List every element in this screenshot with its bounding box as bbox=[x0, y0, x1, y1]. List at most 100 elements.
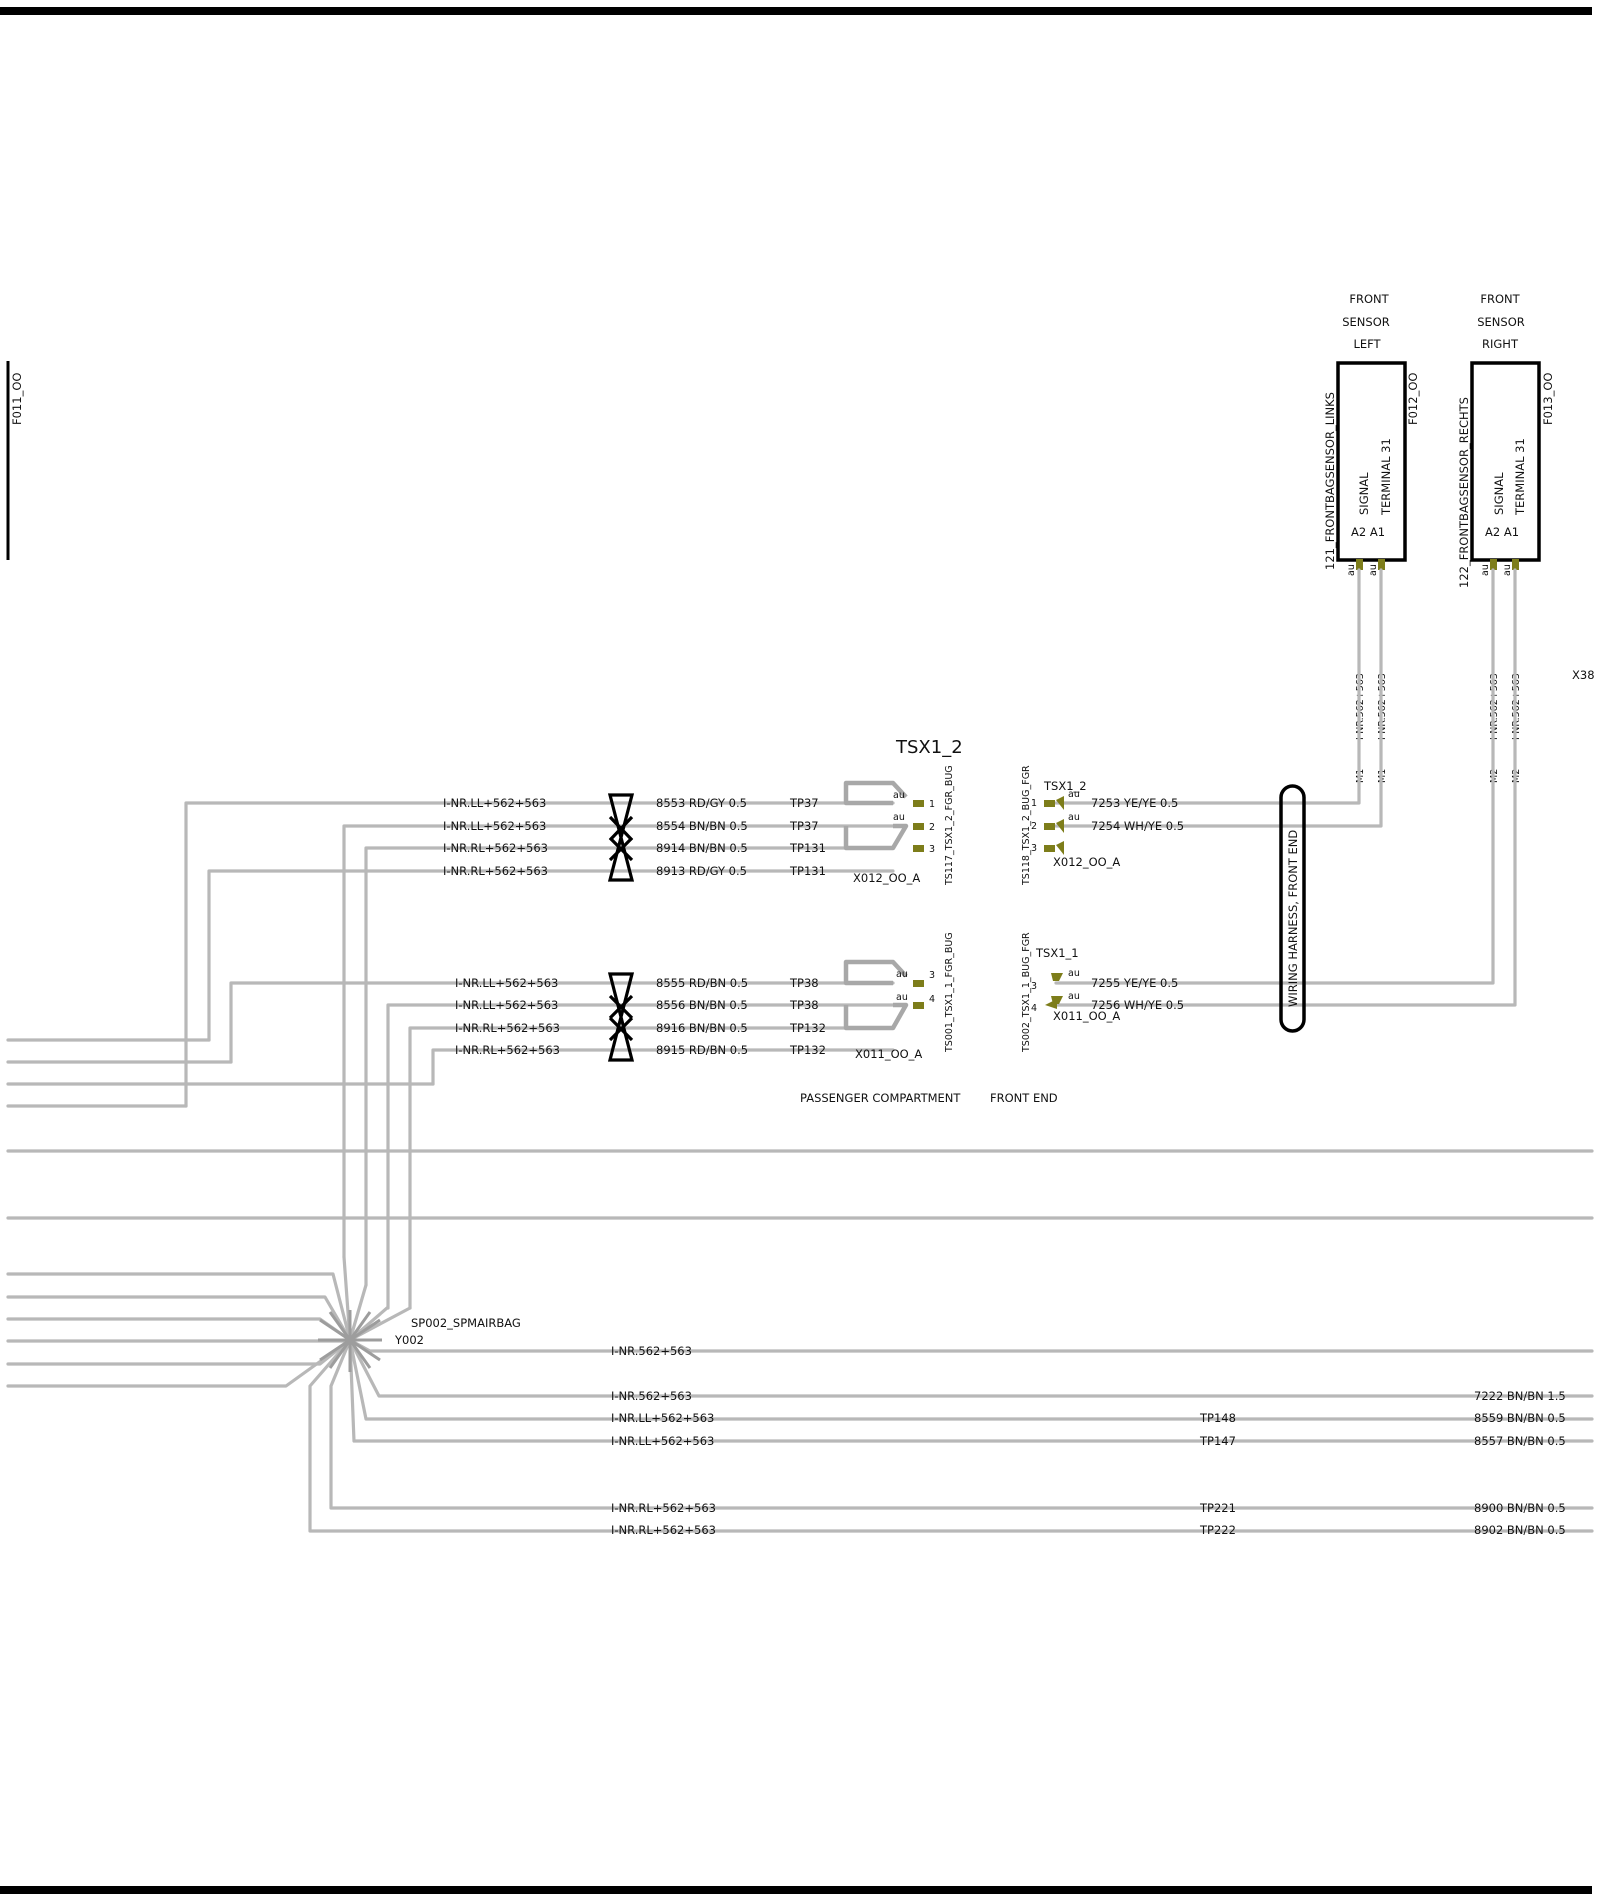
lower-pin-1: 3 bbox=[929, 970, 935, 981]
sensor-left-au-1: au bbox=[1346, 564, 1357, 576]
sensor-right-pin-a2 bbox=[1490, 559, 1497, 570]
wire-lower-3 bbox=[408, 1026, 895, 1310]
upper-row-1-tp: TP37 bbox=[789, 796, 819, 810]
sensor-left-pins: A2 A1 bbox=[1351, 525, 1385, 539]
bottom-row-6-wire: 8902 BN/BN 0.5 bbox=[1474, 1523, 1566, 1537]
sensor-left-title-3: LEFT bbox=[1353, 337, 1381, 351]
splice-feed-3 bbox=[6, 1317, 352, 1342]
upper-right-title: TSX1_2 bbox=[1043, 779, 1087, 793]
sensor-left-title-2: SENSOR bbox=[1342, 315, 1390, 329]
sensor-right-title-1: FRONT bbox=[1480, 292, 1520, 306]
wire-sensor-right-a2 bbox=[1054, 568, 1495, 985]
sensor-right-au-2: au bbox=[1502, 564, 1513, 576]
lower-au-1: au bbox=[896, 969, 908, 980]
upper-row-2-wire: 8554 BN/BN 0.5 bbox=[656, 819, 748, 833]
sensor-left-signal: SIGNAL bbox=[1357, 472, 1371, 515]
sensor-right-part: 122_FRONTBAGSENSOR_RECHTS bbox=[1457, 397, 1471, 588]
wire-sensor-left-a2 bbox=[1054, 568, 1361, 805]
wire-upper-3 bbox=[364, 846, 895, 1287]
wire-sensor-right-a1 bbox=[1054, 568, 1517, 1007]
lower-connector-label: X011_OO_A bbox=[855, 1047, 922, 1061]
splice-id: Y002 bbox=[394, 1333, 424, 1347]
lower-row-3-tp: TP132 bbox=[789, 1021, 826, 1035]
lower-row-4-tp: TP132 bbox=[789, 1043, 826, 1057]
lower-au-2: au bbox=[896, 992, 908, 1003]
connector-x011-passenger: au au 3 4 X011_OO_A TS001_TSX1_1_FGR_BUG bbox=[843, 932, 955, 1061]
upper-right-wire-2: 7254 WH/YE 0.5 bbox=[1091, 819, 1184, 833]
upper-row-4-tp: TP131 bbox=[789, 864, 826, 878]
lower-right-au-2: au bbox=[1068, 991, 1080, 1002]
splice-out-4 bbox=[348, 1338, 1594, 1443]
bottom-row-3-wire: 8559 BN/BN 0.5 bbox=[1474, 1411, 1566, 1425]
sensor-right-box bbox=[1470, 361, 1541, 562]
sensor-right-title-2: SENSOR bbox=[1477, 315, 1525, 329]
upper-right-wire-1: 7253 YE/YE 0.5 bbox=[1091, 796, 1178, 810]
upper-wire-group: I-NR.LL+562+563 I-NR.LL+562+563 I-NR.RL+… bbox=[443, 796, 826, 878]
wire-lower-4 bbox=[431, 1048, 895, 1086]
upper-connector-label: X012_OO_A bbox=[853, 871, 920, 885]
splice-out-6 bbox=[308, 1338, 1594, 1533]
lower-right-wire-2: 7256 WH/YE 0.5 bbox=[1091, 998, 1184, 1012]
bottom-row-1-code: I-NR.562+563 bbox=[611, 1344, 692, 1358]
lower-ts-left: TS001_TSX1_1_FGR_BUG bbox=[944, 932, 955, 1053]
upper-row-1-code: I-NR.LL+562+563 bbox=[443, 796, 546, 810]
splice-up-4 bbox=[348, 1283, 368, 1342]
splice-name: SP002_SPMAIRBAG bbox=[411, 1316, 521, 1330]
bottom-row-6-code: I-NR.RL+562+563 bbox=[611, 1523, 716, 1537]
wire-lower-1 bbox=[229, 981, 895, 1064]
sensor-left-terminal: TERMINAL 31 bbox=[1379, 438, 1393, 516]
splice-out-3 bbox=[348, 1338, 1594, 1421]
upper-right-pin-3: 3 bbox=[1031, 843, 1037, 854]
bottom-row-5-wire: 8900 BN/BN 0.5 bbox=[1474, 1501, 1566, 1515]
bottom-row-3-tp: TP148 bbox=[1199, 1411, 1236, 1425]
upper-row-3-tp: TP131 bbox=[789, 841, 826, 855]
splice-feed-1 bbox=[6, 1272, 352, 1342]
lower-row-4-wire: 8915 RD/BN 0.5 bbox=[656, 1043, 748, 1057]
upper-row-1-wire: 8553 RD/GY 0.5 bbox=[656, 796, 747, 810]
sensor-right-pin-a1 bbox=[1512, 559, 1519, 570]
lower-row-4-code: I-NR.RL+562+563 bbox=[455, 1043, 560, 1057]
tsx1-2-title: TSX1_2 bbox=[895, 737, 963, 758]
upper-pin-1: 1 bbox=[929, 799, 935, 810]
lower-pin-2: 4 bbox=[929, 994, 935, 1005]
upper-ts-right: TS118_TSX1_2_BUG_FGR bbox=[1021, 765, 1032, 886]
lower-right-au-1: au bbox=[1068, 968, 1080, 979]
wire-sensor-left-a1 bbox=[1054, 568, 1383, 828]
x38-label: X38 bbox=[1572, 668, 1595, 682]
sensor-left-pin-a2 bbox=[1356, 559, 1363, 570]
upper-right-au-2: au bbox=[1068, 812, 1080, 823]
bottom-row-3-code: I-NR.LL+562+563 bbox=[611, 1411, 714, 1425]
upper-row-2-tp: TP37 bbox=[789, 819, 819, 833]
front-sensor-left: FRONT SENSOR LEFT 121_FRONTBAGSENSOR_LIN… bbox=[1323, 292, 1420, 783]
splice-feed-5 bbox=[6, 1338, 352, 1366]
upper-row-3-wire: 8914 BN/BN 0.5 bbox=[656, 841, 748, 855]
lower-row-2-wire: 8556 BN/BN 0.5 bbox=[656, 998, 748, 1012]
wire-upper-1 bbox=[184, 801, 895, 1108]
fuse-f011-label: F011_OO bbox=[10, 373, 24, 425]
upper-right-connector: X012_OO_A bbox=[1053, 855, 1120, 869]
upper-pin-2: 2 bbox=[929, 822, 935, 833]
bottom-row-6-tp: TP222 bbox=[1199, 1523, 1236, 1537]
bottom-row-5-code: I-NR.RL+562+563 bbox=[611, 1501, 716, 1515]
sensor-right-signal: SIGNAL bbox=[1492, 472, 1506, 515]
lower-wire-group: I-NR.LL+562+563 I-NR.LL+562+563 I-NR.RL+… bbox=[455, 976, 826, 1057]
zone-front-label: FRONT END bbox=[990, 1091, 1058, 1105]
splice-out-1 bbox=[348, 1338, 1594, 1353]
sensor-left-au-2: au bbox=[1368, 564, 1379, 576]
sensor-right-pins: A2 A1 bbox=[1485, 525, 1519, 539]
bottom-row-2-wire: 7222 BN/BN 1.5 bbox=[1474, 1389, 1566, 1403]
upper-row-4-code: I-NR.RL+562+563 bbox=[443, 864, 548, 878]
wire-lower-2 bbox=[386, 1003, 895, 1310]
sensor-right-au-1: au bbox=[1480, 564, 1491, 576]
lower-row-1-wire: 8555 RD/BN 0.5 bbox=[656, 976, 748, 990]
sensor-left-fuse: F012_OO bbox=[1406, 373, 1420, 425]
bottom-row-5-tp: TP221 bbox=[1199, 1501, 1236, 1515]
lower-right-connector: X011_OO_A bbox=[1053, 1009, 1120, 1023]
lower-row-2-tp: TP38 bbox=[789, 998, 819, 1012]
lower-row-1-code: I-NR.LL+562+563 bbox=[455, 976, 558, 990]
bottom-wire-rows: I-NR.562+563 I-NR.562+563 I-NR.LL+562+56… bbox=[611, 1344, 1566, 1537]
lower-right-title: TSX1_1 bbox=[1035, 946, 1079, 960]
twist-markers-lower bbox=[607, 972, 635, 1062]
upper-row-4-wire: 8913 RD/GY 0.5 bbox=[656, 864, 747, 878]
